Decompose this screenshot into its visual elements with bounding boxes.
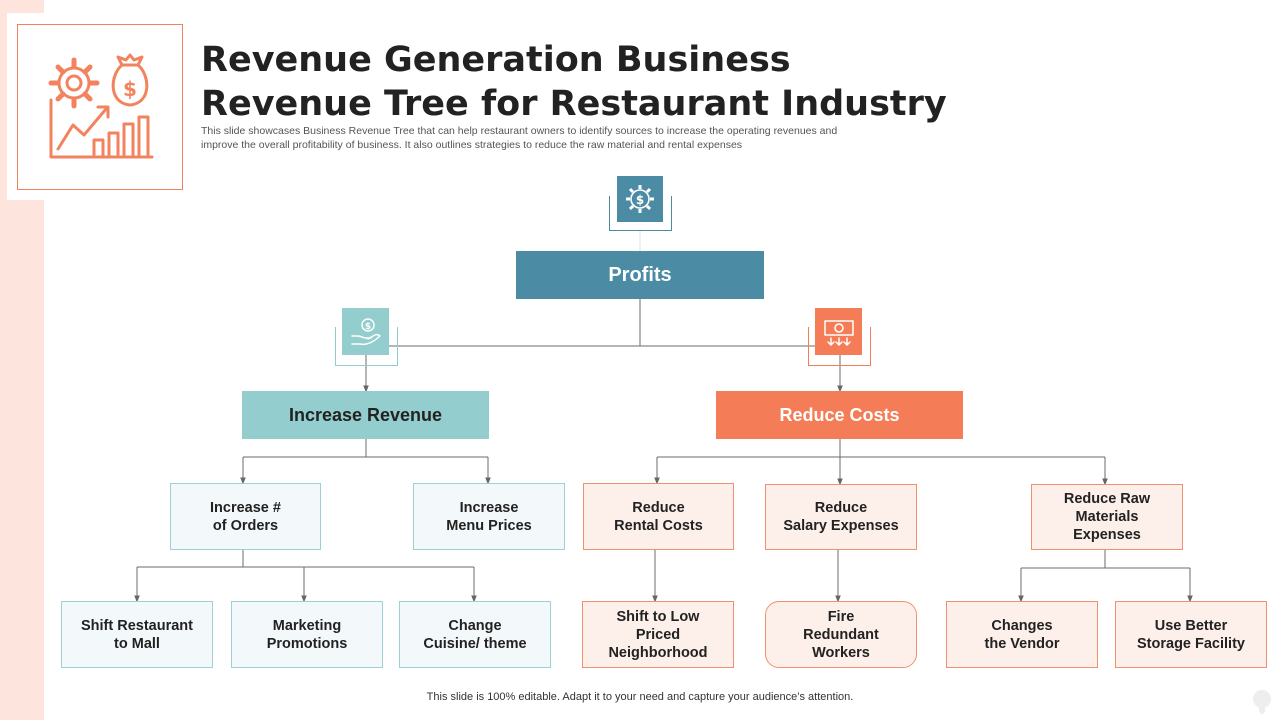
reduce-raw-materials-node: Reduce Raw Materials Expenses <box>1031 484 1183 550</box>
growth-money-logo-icon: $ <box>48 53 154 159</box>
slide-footer: This slide is 100% editable. Adapt it to… <box>426 691 854 703</box>
change-cuisine-node: Change Cuisine/ theme <box>399 601 551 668</box>
shift-restaurant-node: Shift Restaurant to Mall <box>61 601 213 668</box>
hand-coin-icon: $ <box>350 317 381 345</box>
root-icon-bracket <box>609 196 672 231</box>
slide-subtitle: This slide showcases Business Revenue Tr… <box>201 125 838 151</box>
costs-icon-tile <box>815 308 862 355</box>
logo-frame: $ <box>17 24 183 190</box>
svg-text:$: $ <box>364 322 370 332</box>
corner-dot-tail <box>1259 706 1265 714</box>
increase-revenue-node: Increase Revenue <box>242 391 489 439</box>
better-storage-node: Use Better Storage Facility <box>1115 601 1267 668</box>
root-icon-tile: $ <box>617 176 663 222</box>
increase-orders-node: Increase # of Orders <box>170 483 321 550</box>
shift-low-priced-node: Shift to Low Priced Neighborhood <box>582 601 734 668</box>
reduce-rental-costs-node: Reduce Rental Costs <box>583 483 734 550</box>
reduce-salary-expenses-node: Reduce Salary Expenses <box>765 484 917 550</box>
gear-dollar-icon: $ <box>626 185 654 213</box>
banknote-down-arrows-icon <box>823 319 854 346</box>
changes-vendor-node: Changes the Vendor <box>946 601 1098 668</box>
reduce-costs-node: Reduce Costs <box>716 391 963 439</box>
fire-redundant-workers-node: Fire Redundant Workers <box>765 601 917 668</box>
revenue-icon-tile: $ <box>342 308 389 355</box>
corner-dot <box>1253 690 1271 708</box>
svg-text:$: $ <box>123 77 137 101</box>
marketing-promotions-node: Marketing Promotions <box>231 601 383 668</box>
revenue-icon-bracket <box>335 327 398 366</box>
profits-node: Profits <box>516 251 764 299</box>
svg-text:$: $ <box>636 193 644 207</box>
increase-menu-prices-node: Increase Menu Prices <box>413 483 565 550</box>
costs-icon-bracket <box>808 327 871 366</box>
slide-title: Revenue Generation Business Revenue Tree… <box>201 40 947 124</box>
